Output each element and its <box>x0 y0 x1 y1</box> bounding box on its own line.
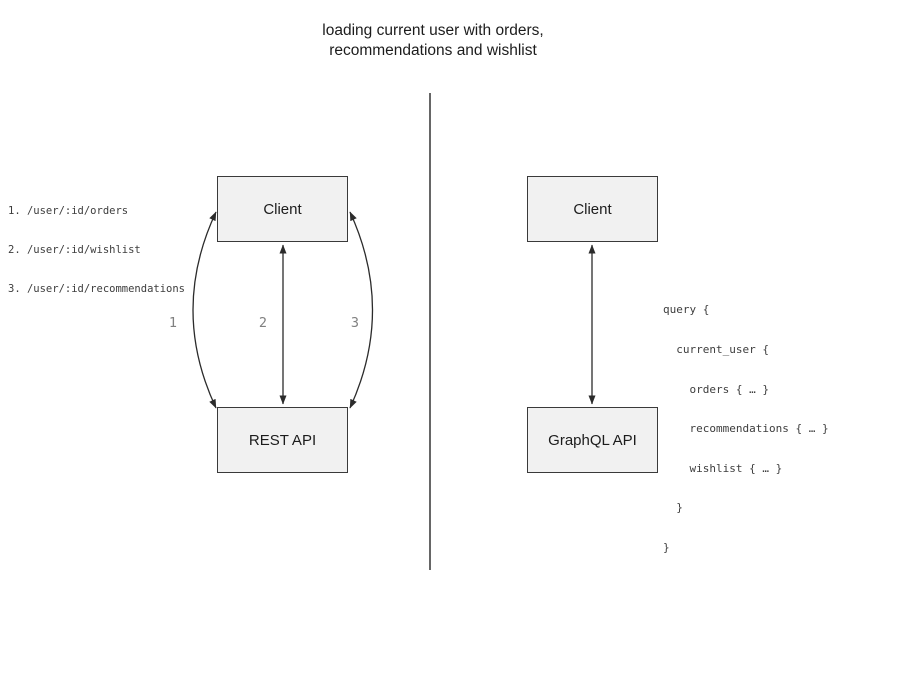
graphql-api-label: GraphQL API <box>548 431 637 449</box>
query-code-line-5: wishlist { … } <box>663 461 783 475</box>
query-code-line-4: recommendations { … } <box>663 422 829 436</box>
rest-client-box: Client <box>217 176 348 242</box>
rest-client-label: Client <box>263 200 302 218</box>
rest-api-box: REST API <box>217 407 348 473</box>
rest-route-line-3: 3. /user/:id/recommendations <box>8 283 186 295</box>
rest-routes-list: 1. /user/:id/orders 2. /user/:id/wishlis… <box>8 179 185 322</box>
diagram-title-line-1: loading current user with orders, <box>322 22 544 39</box>
query-code-line-6: } <box>663 501 683 515</box>
divider-line <box>429 93 431 570</box>
rest-arrow-label-1: 1 <box>168 315 178 331</box>
rest-arrow-label-2: 2 <box>258 315 268 331</box>
query-code-line-7: } <box>663 541 670 555</box>
rest-arrow-1-curve <box>192 211 217 409</box>
diagram-title: loading current user with orders, recomm… <box>233 21 633 61</box>
query-code-line-3: orders { … } <box>663 382 769 396</box>
rest-api-label: REST API <box>248 431 317 449</box>
graphql-api-box: GraphQL API <box>527 407 658 473</box>
graphql-client-box: Client <box>527 176 658 242</box>
diagram-title-line-2: recommendations and wishlist <box>329 42 537 59</box>
rest-arrow-3-curve <box>349 211 374 409</box>
graphql-client-label: Client <box>573 200 612 218</box>
rest-arrow-label-3: 3 <box>350 315 360 331</box>
graphql-query-code: query { current_user { orders { … } reco… <box>663 277 829 581</box>
rest-route-line-1: 1. /user/:id/orders <box>8 205 129 217</box>
query-code-line-1: query { <box>663 303 710 317</box>
rest-route-line-2: 2. /user/:id/wishlist <box>8 244 141 256</box>
query-code-line-2: current_user { <box>663 343 769 357</box>
